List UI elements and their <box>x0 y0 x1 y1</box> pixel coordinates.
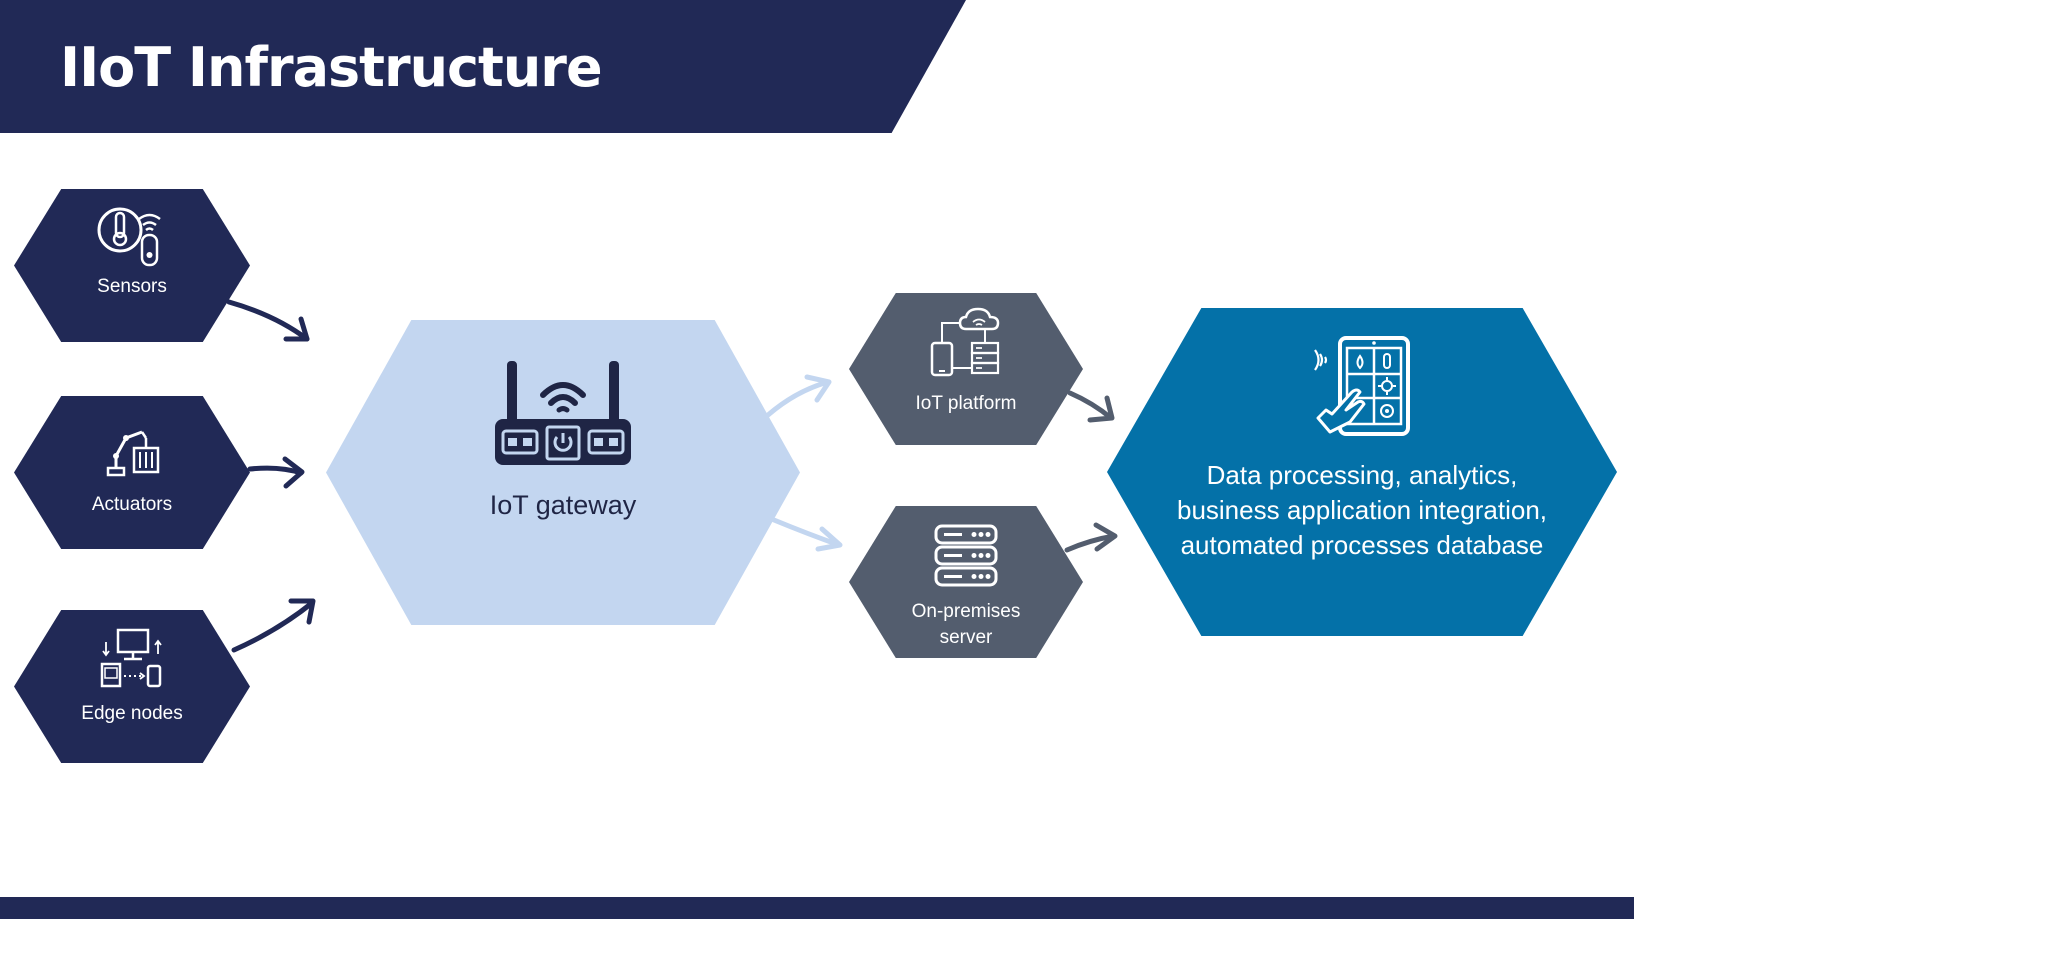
arrow-edge-nodes-to-gateway <box>231 598 316 653</box>
sensors-label: Sensors <box>97 276 167 297</box>
edge-nodes-label: Edge nodes <box>81 703 183 724</box>
arrow-actuators-to-gateway <box>247 456 305 489</box>
arrow-gateway-to-server <box>771 517 843 552</box>
sensor-icon <box>97 207 161 267</box>
on-premises-server-label: On-premises server <box>911 601 1021 648</box>
iot-gateway-node: IoT gateway <box>326 320 800 625</box>
actuators-node: Actuators <box>14 396 250 549</box>
arrow-platform-to-processing <box>1067 390 1115 423</box>
iot-platform-label: IoT platform <box>915 393 1017 414</box>
page-title: IIoT Infrastructure <box>60 36 603 99</box>
sensors-node: Sensors <box>14 189 250 342</box>
robotic-arm-icon <box>106 430 160 477</box>
edge-nodes-node: Edge nodes <box>14 610 250 763</box>
touch-tablet-icon <box>1314 336 1410 436</box>
cloud-platform-icon <box>930 307 1000 377</box>
server-rack-icon <box>934 524 998 587</box>
router-icon <box>495 361 631 465</box>
iot-gateway-label: IoT gateway <box>489 490 637 520</box>
arrow-sensors-to-gateway <box>226 299 310 342</box>
title-banner <box>0 0 966 133</box>
data-processing-label: Data processing, analytics, business app… <box>1176 460 1548 560</box>
edge-devices-icon <box>100 628 162 688</box>
arrow-server-to-processing <box>1064 522 1118 553</box>
bottom-bar <box>0 897 1634 919</box>
data-processing-node: Data processing, analytics, business app… <box>1107 308 1617 636</box>
arrow-gateway-to-platform <box>765 374 832 418</box>
on-premises-server-node: On-premises server <box>849 506 1083 658</box>
actuators-label: Actuators <box>91 494 173 515</box>
iot-platform-node: IoT platform <box>849 293 1083 445</box>
